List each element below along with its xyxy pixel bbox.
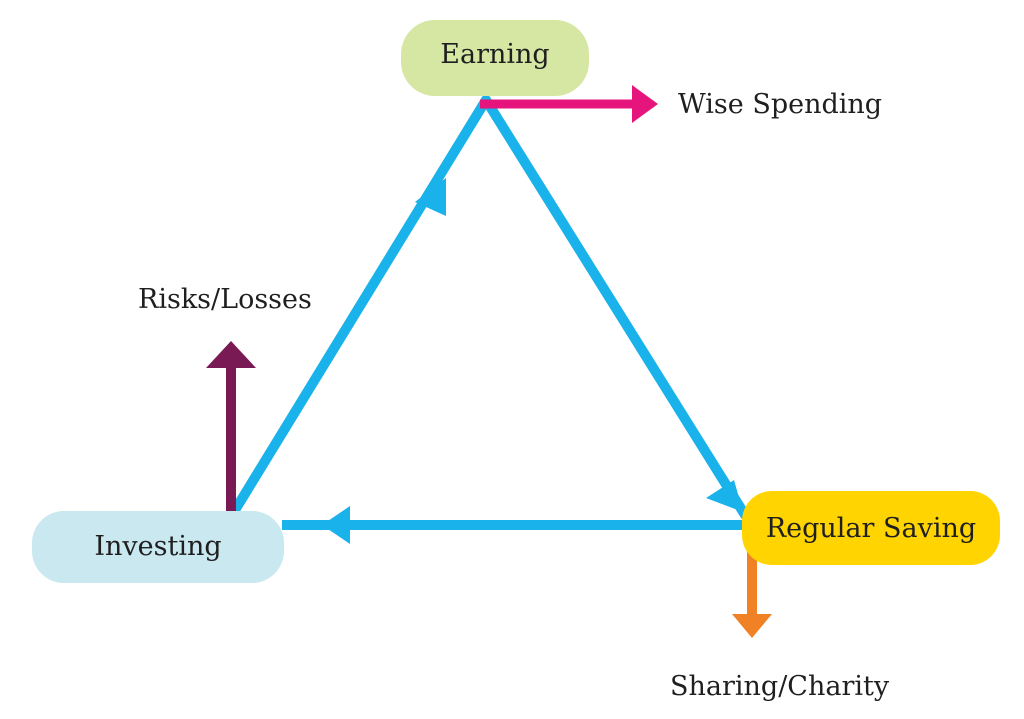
regular-saving-box (742, 491, 1000, 565)
arrowhead-toward-investing (322, 506, 350, 544)
arrowhead-into-saving (706, 480, 743, 512)
investing-box (32, 511, 284, 583)
sharing-charity-arrowhead (732, 614, 772, 638)
outflow-sharing-charity (732, 548, 772, 638)
regular-saving-label: Regular Saving (766, 513, 976, 544)
earning-label: Earning (440, 39, 549, 70)
investing-label: Investing (94, 531, 221, 562)
cycle-edges (227, 95, 750, 530)
wise-spending-arrowhead (632, 85, 658, 123)
cycle-arrowheads (322, 178, 743, 544)
wise-spending-label: Wise Spending (678, 89, 882, 120)
node-earning: Earning (401, 20, 589, 96)
risks-losses-arrowhead (206, 341, 256, 368)
node-investing: Investing (32, 511, 284, 583)
arrowhead-toward-earning (415, 178, 446, 216)
earning-box (401, 20, 589, 96)
risks-losses-label: Risks/Losses (138, 284, 312, 315)
outflow-risks-losses (206, 341, 256, 512)
edge-earning-to-saving (481, 95, 750, 520)
edge-investing-to-earning (227, 95, 491, 520)
outflow-wise-spending (480, 85, 658, 123)
node-regular-saving: Regular Saving (742, 491, 1000, 565)
sharing-charity-label: Sharing/Charity (670, 671, 890, 702)
